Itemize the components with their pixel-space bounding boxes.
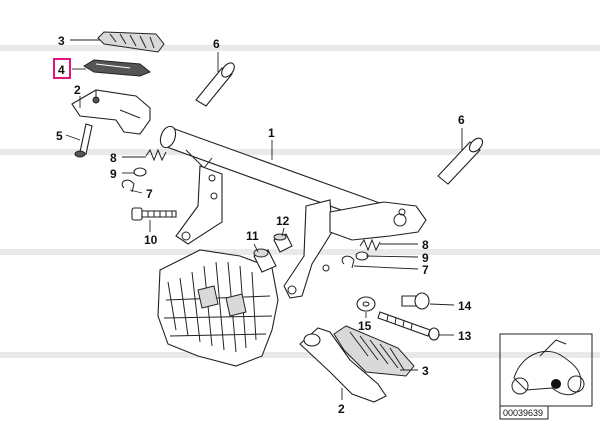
location-marker xyxy=(551,379,561,389)
bolt-14 xyxy=(401,292,430,310)
bolt-5 xyxy=(74,123,93,158)
spring-right xyxy=(359,238,381,252)
callout-6-right: 6 xyxy=(458,113,465,127)
callout-8-left: 8 xyxy=(110,151,117,165)
pin-left xyxy=(195,62,235,107)
leader-lines xyxy=(65,39,463,400)
callout-2-bottom: 2 xyxy=(338,402,345,416)
bolt-13 xyxy=(377,311,440,341)
left-bracket xyxy=(175,165,223,245)
inset-code: 00039639 xyxy=(503,408,543,418)
footrest-top xyxy=(71,89,151,135)
spring-left xyxy=(145,148,167,162)
callouts: 3 4 2 5 6 1 6 8 9 7 10 11 12 8 9 7 14 15… xyxy=(53,34,543,418)
callout-6-left: 6 xyxy=(213,37,220,51)
callout-2-top: 2 xyxy=(74,83,81,97)
callout-14: 14 xyxy=(458,299,472,313)
footrest-insert-top xyxy=(83,59,151,77)
callout-9-left: 9 xyxy=(110,167,117,181)
footrest-rubber-bottom xyxy=(333,325,415,377)
callout-3-bottom: 3 xyxy=(422,364,429,378)
callout-7-left: 7 xyxy=(146,187,153,201)
callout-13: 13 xyxy=(458,329,472,343)
callout-15: 15 xyxy=(358,319,372,333)
engine-block xyxy=(157,249,279,367)
clip-left xyxy=(121,179,135,193)
callout-4-highlight xyxy=(53,58,71,79)
callout-3-top: 3 xyxy=(58,34,65,48)
callout-10: 10 xyxy=(144,233,158,247)
right-bracket xyxy=(283,199,427,299)
callout-9-right: 9 xyxy=(422,251,429,265)
callout-8-right: 8 xyxy=(422,238,429,252)
callout-12: 12 xyxy=(276,214,290,228)
bolt-10 xyxy=(131,207,177,221)
rubber-mount-11 xyxy=(253,248,277,273)
callout-7-right: 7 xyxy=(422,263,429,277)
callout-4: 4 xyxy=(58,63,65,77)
location-inset xyxy=(499,333,593,420)
footrest-bottom xyxy=(299,327,387,403)
callout-5: 5 xyxy=(56,129,63,143)
washer-left xyxy=(133,167,147,177)
callout-1: 1 xyxy=(268,126,275,140)
callout-11: 11 xyxy=(246,229,259,243)
bushing-12 xyxy=(273,233,293,253)
clip-right xyxy=(341,255,355,269)
footrest-rubber-top xyxy=(97,31,165,53)
pin-right xyxy=(437,137,484,185)
washer-15 xyxy=(356,296,376,312)
